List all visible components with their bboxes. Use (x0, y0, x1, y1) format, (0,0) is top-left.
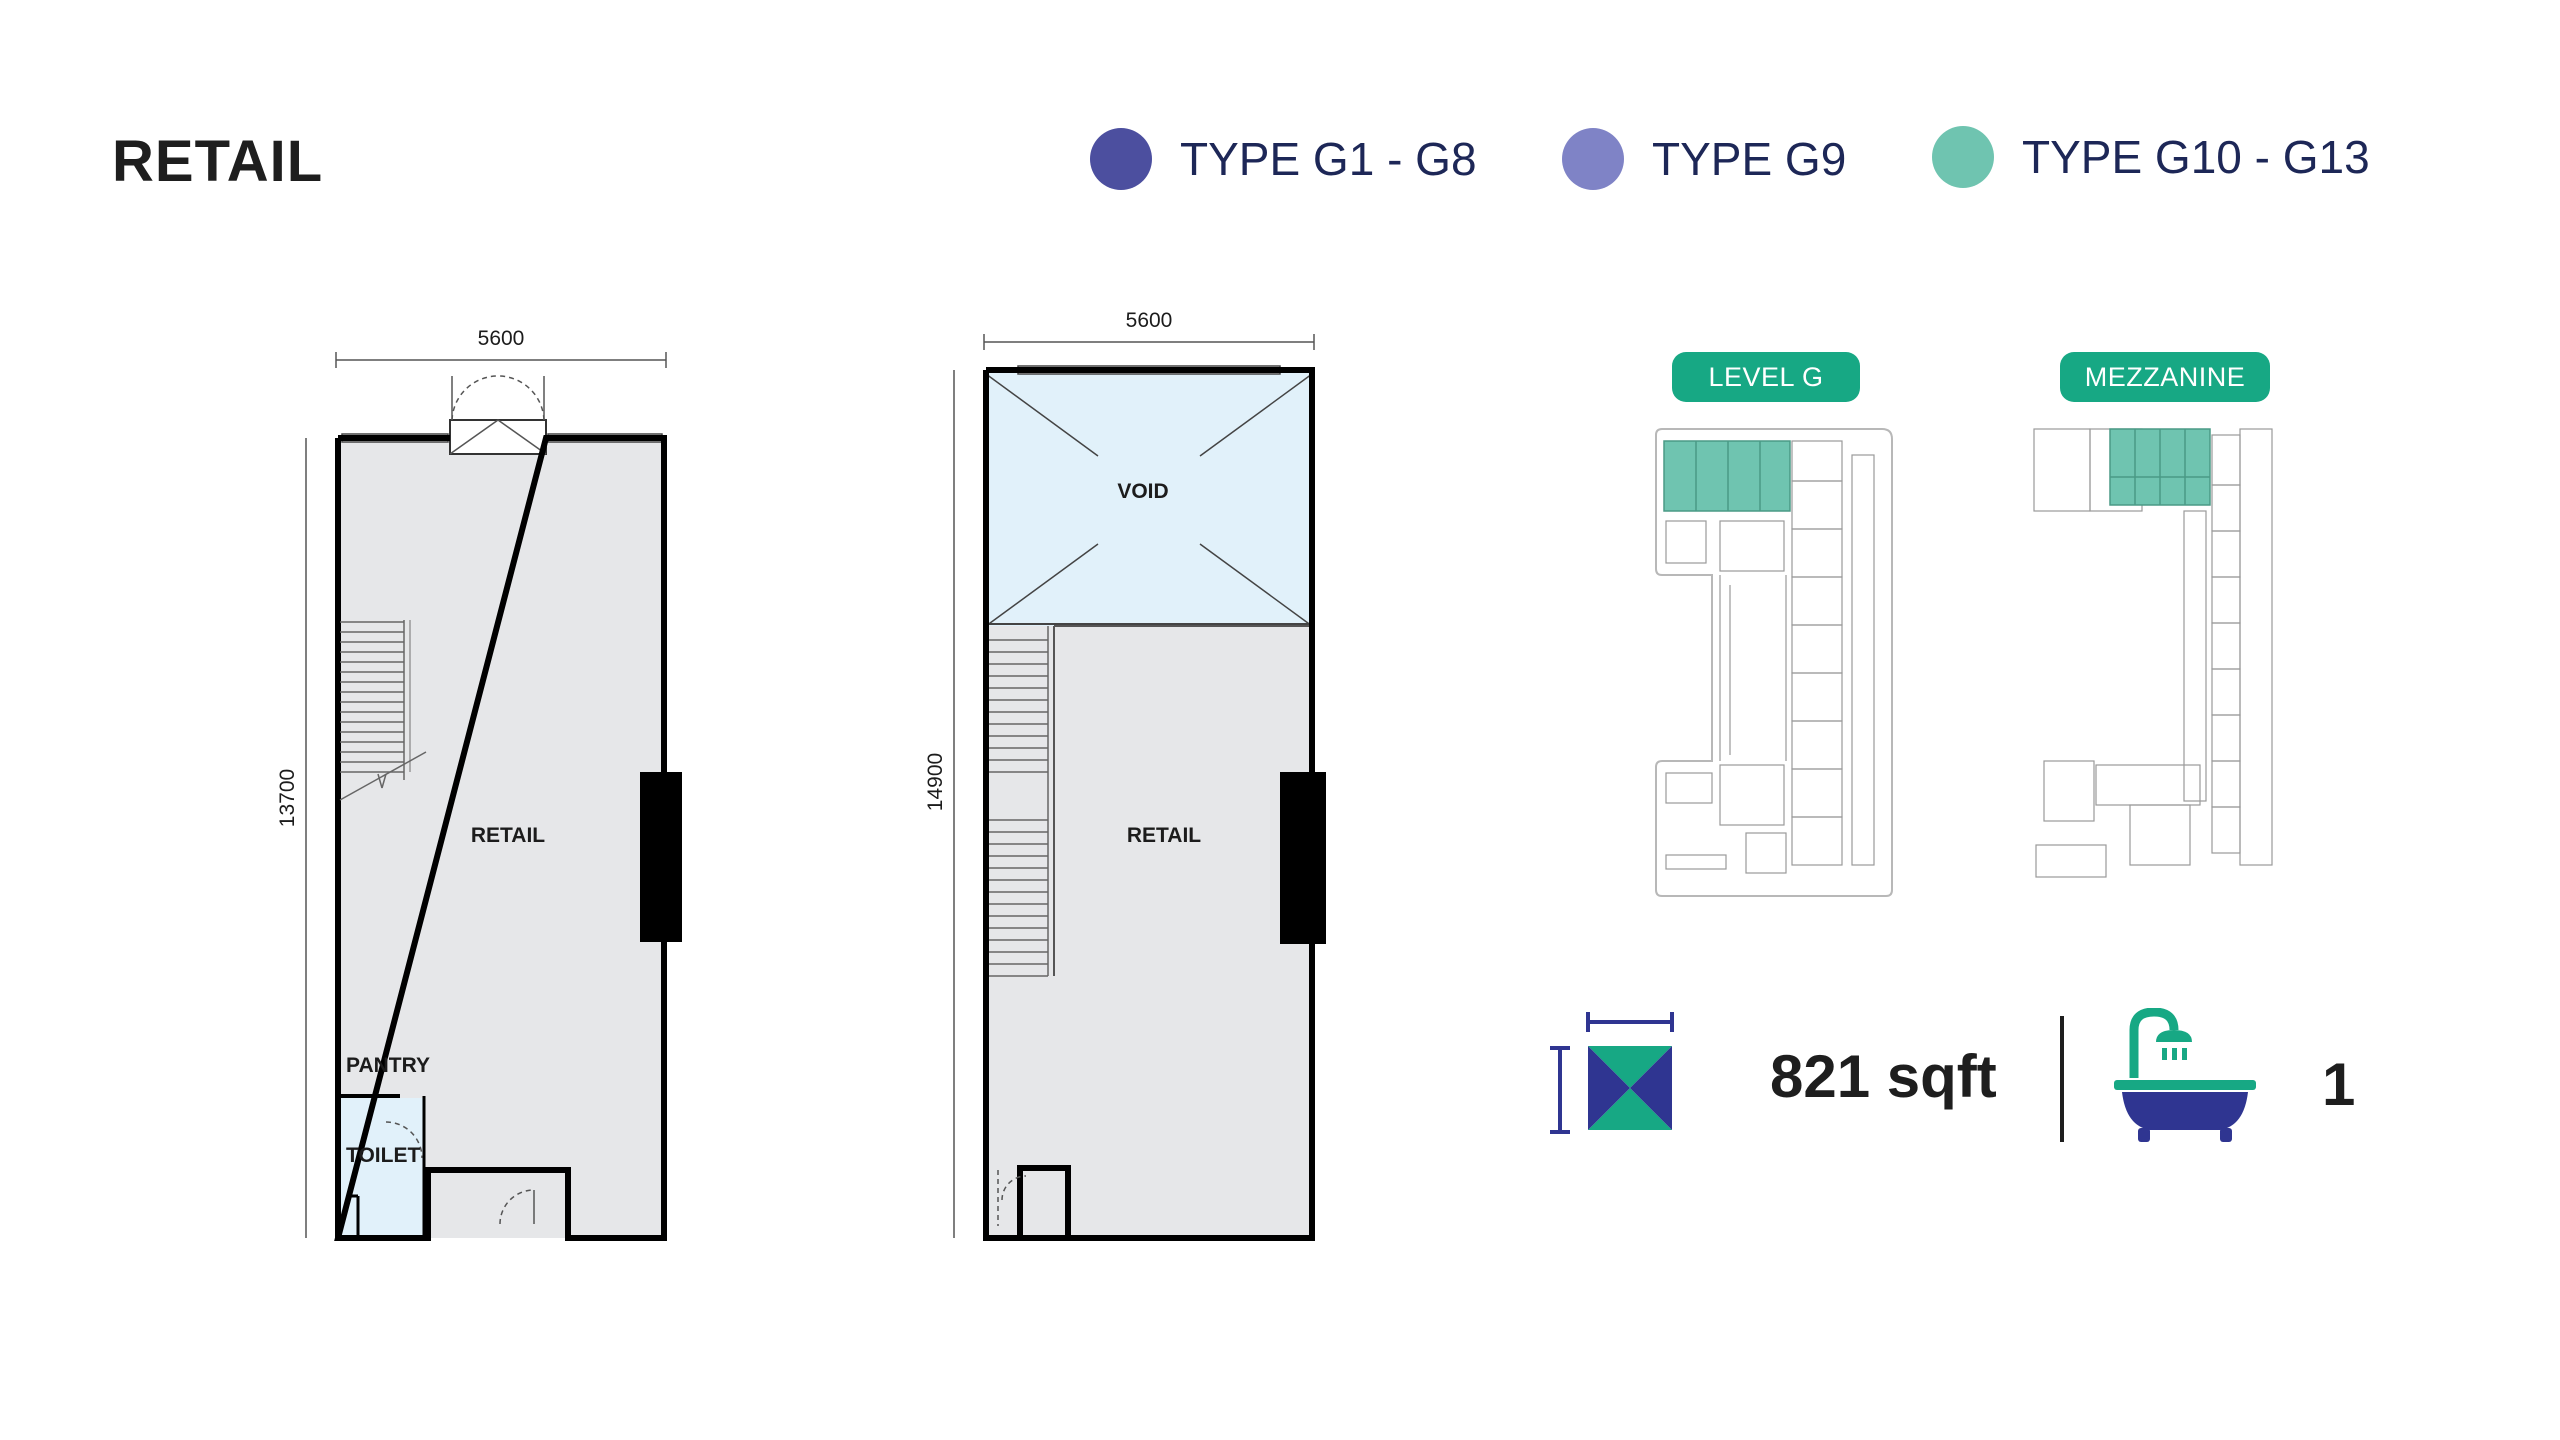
depth-dimension-label: 13700 (276, 769, 299, 827)
wall-column (640, 772, 682, 942)
legend-item-g9: TYPE G9 (1562, 128, 1846, 190)
retail-label: RETAIL (471, 824, 545, 847)
legend-item-g10-g13: TYPE G10 - G13 (1932, 126, 2370, 188)
page-title: RETAIL (112, 129, 324, 194)
legend-label: TYPE G10 - G13 (2022, 131, 2370, 183)
toilet-label: TOILET (346, 1144, 420, 1167)
staircase (988, 626, 1049, 977)
mezzanine-key-plan (2033, 428, 2273, 878)
legend-label: TYPE G1 - G8 (1180, 133, 1477, 185)
highlighted-units (1663, 440, 1791, 512)
legend-swatch (1562, 128, 1624, 190)
retail-floor (986, 626, 1312, 1238)
bathtub-icon (2114, 1008, 2256, 1142)
stat-divider (2060, 1016, 2064, 1142)
mezzanine-floor-plan: 5600 14900 (924, 309, 1326, 1241)
entrance-door-frame (449, 419, 547, 455)
void-label: VOID (1117, 480, 1168, 503)
wall-column (1280, 772, 1326, 944)
floor-area-icon (1550, 1012, 1674, 1134)
width-dimension-label: 5600 (478, 327, 525, 350)
level-g-badge: LEVEL G (1672, 352, 1860, 402)
door-swing-left (451, 375, 499, 421)
depth-dimension-label: 14900 (924, 753, 947, 811)
exterior-walls (334, 435, 667, 1241)
void-area (986, 370, 1312, 626)
pantry-label: PANTRY (346, 1054, 430, 1077)
floor-area-value: 821 sqft (1770, 1043, 1997, 1110)
legend-label: TYPE G9 (1652, 133, 1847, 185)
legend-item-g1-g8: TYPE G1 - G8 (1090, 128, 1477, 190)
retail-label: RETAIL (1127, 824, 1201, 847)
mezzanine-badge: MEZZANINE (2060, 352, 2270, 402)
staircase (339, 620, 427, 801)
legend-swatch (1090, 128, 1152, 190)
ground-floor-plan: 5600 13700 (276, 327, 682, 1241)
level-g-key-plan (1655, 428, 1893, 897)
door-swing-right (497, 375, 545, 421)
width-dimension-label: 5600 (1126, 309, 1173, 332)
toilet-room (340, 1098, 424, 1236)
legend-swatch (1932, 126, 1994, 188)
bathroom-count: 1 (2322, 1051, 2356, 1118)
